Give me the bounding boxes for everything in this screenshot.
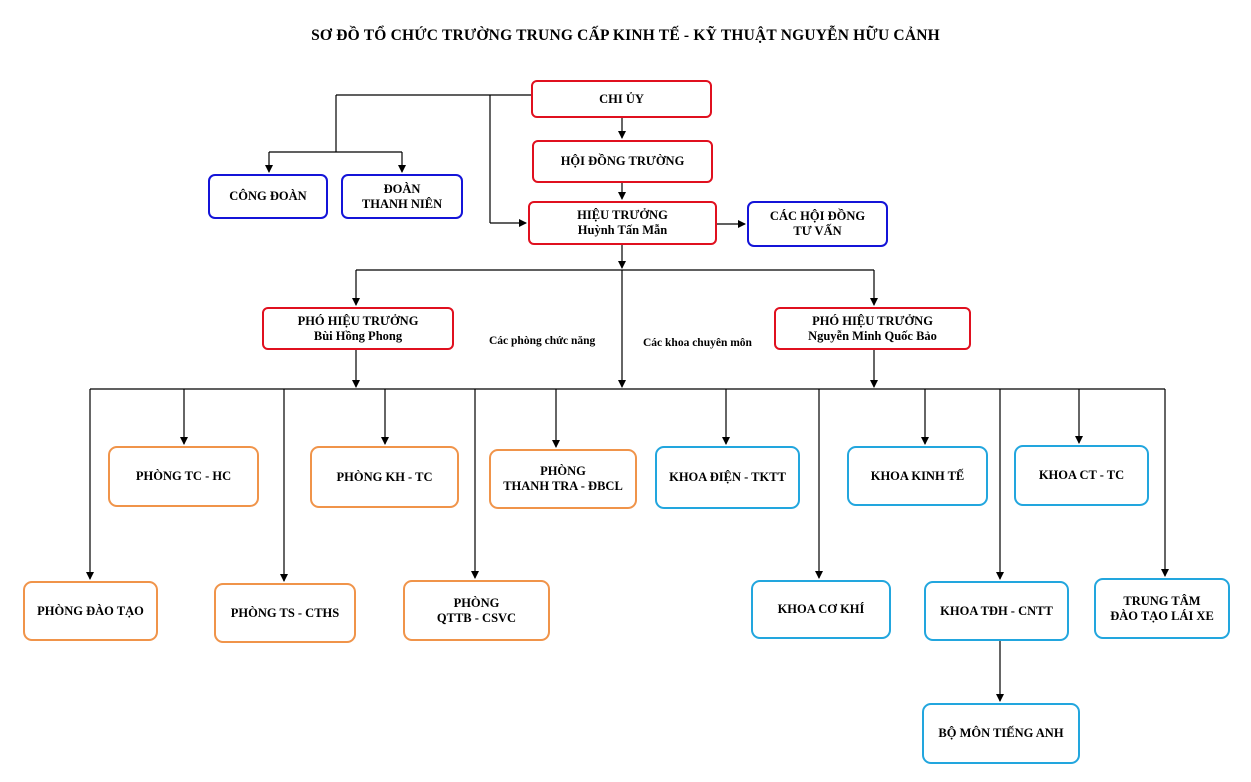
pho-hieu-truong-2-title: PHÓ HIỆU TRƯỞNG — [812, 313, 933, 328]
phong-thanh-tra-box[interactable]: PHÒNG THANH TRA - ĐBCL — [489, 449, 637, 509]
tu-van-label: TƯ VẤN — [793, 224, 842, 238]
trung-tam-line2: ĐÀO TẠO LÁI XE — [1110, 608, 1214, 623]
chi-uy-label: CHI ỦY — [599, 91, 644, 106]
trung-tam-lai-xe-box[interactable]: TRUNG TÂM ĐÀO TẠO LÁI XE — [1094, 578, 1230, 639]
pho-hieu-truong-1-title: PHÓ HIỆU TRƯỞNG — [297, 313, 419, 328]
khoa-kinh-te-box[interactable]: KHOA KINH TẾ — [847, 446, 988, 506]
chi-uy-box[interactable]: CHI ỦY — [531, 80, 712, 118]
khoa-co-khi-label: KHOA CƠ KHÍ — [777, 602, 865, 616]
phong-ts-cths-label: PHÒNG TS - CTHS — [230, 605, 340, 620]
cong-doan-box[interactable]: CÔNG ĐOÀN — [208, 174, 328, 219]
phong-dao-tao-box[interactable]: PHÒNG ĐÀO TẠO — [23, 581, 158, 641]
khoa-dien-box[interactable]: KHOA ĐIỆN - TKTT — [655, 446, 800, 509]
phong-ts-cths-box[interactable]: PHÒNG TS - CTHS — [214, 583, 356, 643]
phong-kh-tc-label: PHÒNG KH - TC — [336, 469, 433, 484]
hoi-dong-truong-label: HỘI ĐỒNG TRƯỜNG — [560, 154, 685, 168]
cac-hoi-dong-tu-van-box[interactable]: CÁC HỘI ĐỒNG TƯ VẤN — [747, 201, 888, 247]
thanh-nien-label: THANH NIÊN — [361, 196, 443, 211]
khoa-tdh-cntt-box[interactable]: KHOA TĐH - CNTT — [924, 581, 1069, 641]
phong-qttb-box[interactable]: PHÒNG QTTB - CSVC — [403, 580, 550, 641]
trung-tam-line1: TRUNG TÂM — [1123, 593, 1201, 608]
chart-title: SƠ ĐỒ TỔ CHỨC TRƯỜNG TRUNG CẤP KINH TẾ -… — [311, 27, 940, 44]
hoi-dong-truong-box[interactable]: HỘI ĐỒNG TRƯỜNG — [532, 140, 713, 183]
phong-qttb-line2: QTTB - CSVC — [436, 610, 517, 625]
cac-hoi-dong-label: CÁC HỘI ĐỒNG — [769, 209, 866, 223]
khoa-tdh-cntt-label: KHOA TĐH - CNTT — [940, 603, 1053, 618]
khoa-dien-label: KHOA ĐIỆN - TKTT — [669, 470, 786, 484]
pho-hieu-truong-2-box[interactable]: PHÓ HIỆU TRƯỞNG Nguyễn Minh Quốc Bảo — [774, 307, 971, 350]
khoa-kinh-te-label: KHOA KINH TẾ — [870, 468, 965, 483]
specialized-faculties-label: Các khoa chuyên môn — [643, 337, 752, 349]
bo-mon-tieng-anh-label: BỘ MÔN TIẾNG ANH — [938, 726, 1064, 740]
phong-dao-tao-label: PHÒNG ĐÀO TẠO — [37, 603, 144, 618]
doan-label: ĐOÀN — [383, 181, 421, 196]
doan-thanh-nien-box[interactable]: ĐOÀN THANH NIÊN — [341, 174, 463, 219]
phong-thanh-tra-line1: PHÒNG — [540, 464, 586, 478]
hieu-truong-name: Huỳnh Tấn Mẫn — [577, 223, 668, 237]
functional-departments-label: Các phòng chức năng — [489, 335, 596, 347]
phong-kh-tc-box[interactable]: PHÒNG KH - TC — [310, 446, 459, 508]
pho-hieu-truong-1-box[interactable]: PHÓ HIỆU TRƯỞNG Bùi Hồng Phong — [262, 307, 454, 350]
phong-tc-hc-box[interactable]: PHÒNG TC - HC — [108, 446, 259, 507]
phong-thanh-tra-line2: THANH TRA - ĐBCL — [503, 479, 623, 493]
hieu-truong-box[interactable]: HIỆU TRƯỞNG Huỳnh Tấn Mẫn — [528, 201, 717, 245]
khoa-ct-tc-label: KHOA CT - TC — [1038, 468, 1125, 482]
pho-hieu-truong-1-name: Bùi Hồng Phong — [313, 328, 403, 343]
cong-doan-label: CÔNG ĐOÀN — [229, 189, 307, 203]
bo-mon-tieng-anh-box[interactable]: BỘ MÔN TIẾNG ANH — [922, 703, 1080, 764]
phong-tc-hc-label: PHÒNG TC - HC — [135, 469, 232, 483]
khoa-co-khi-box[interactable]: KHOA CƠ KHÍ — [751, 580, 891, 639]
khoa-ct-tc-box[interactable]: KHOA CT - TC — [1014, 445, 1149, 506]
hieu-truong-title: HIỆU TRƯỞNG — [577, 208, 668, 222]
phong-qttb-line1: PHÒNG — [453, 595, 500, 610]
pho-hieu-truong-2-name: Nguyễn Minh Quốc Bảo — [808, 328, 937, 343]
